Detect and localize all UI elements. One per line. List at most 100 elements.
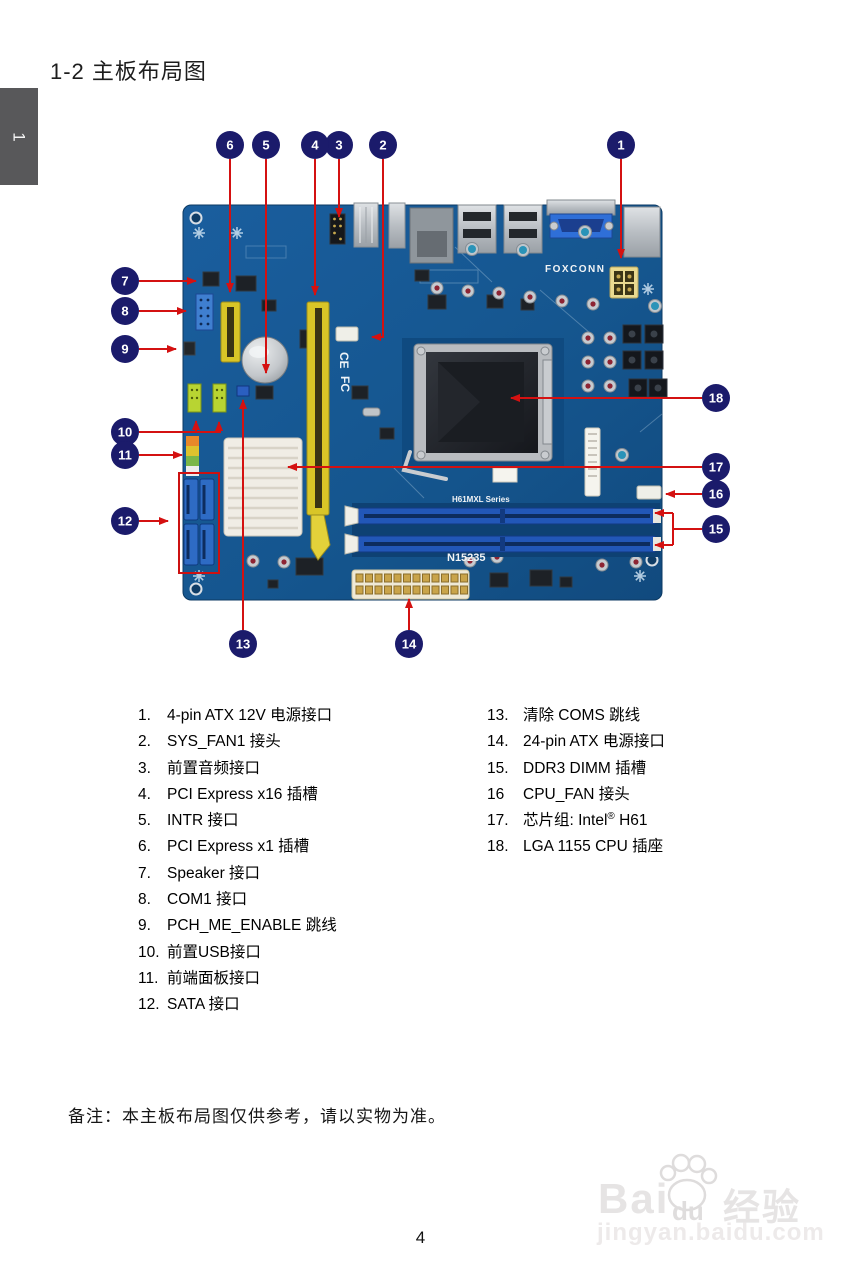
legend-item: 15.DDR3 DIMM 插槽	[487, 759, 647, 777]
svg-text:10: 10	[118, 425, 132, 440]
svg-text:3: 3	[335, 138, 342, 153]
callout-15: 15	[702, 515, 730, 543]
legend-left-column: 1.4-pin ATX 12V 电源接口 2.SYS_FAN1 接头 3.前置音…	[138, 703, 337, 1019]
legend-item: 14.24-pin ATX 电源接口	[487, 733, 665, 751]
side-port	[623, 206, 661, 258]
callout-lines	[139, 159, 702, 630]
watermark-text-bai: Bai	[598, 1175, 670, 1222]
com1-header	[195, 293, 214, 331]
sata-ports	[183, 478, 215, 566]
legend-item: 12.SATA 接口	[138, 996, 240, 1014]
svg-text:15: 15	[709, 522, 723, 537]
callout-11: 11	[111, 441, 139, 469]
vrm-chokes	[622, 324, 668, 398]
front-panel-header	[186, 436, 199, 476]
svg-text:6: 6	[226, 138, 233, 153]
page-title: 1-2 主板布局图	[50, 59, 207, 84]
barcode-label	[492, 467, 518, 483]
socket-lever	[401, 450, 448, 481]
chipset-heatsink	[223, 437, 303, 537]
callout-18: 18	[702, 384, 730, 412]
svg-text:14: 14	[402, 637, 417, 652]
io-ports	[353, 199, 661, 264]
svg-text:16: 16	[709, 487, 723, 502]
serial-port	[353, 202, 379, 248]
pch-me-jumper	[183, 341, 196, 356]
legend-item: 2.SYS_FAN1 接头	[138, 733, 281, 751]
cpu-socket	[401, 338, 564, 481]
sys-fan-connector	[335, 326, 359, 342]
svg-text:CE: CE	[337, 352, 351, 369]
callout-4: 4	[301, 131, 329, 159]
callout-14: 14	[395, 630, 423, 658]
svg-text:12: 12	[118, 514, 132, 529]
callout-2: 2	[369, 131, 397, 159]
pcie-latch	[310, 514, 331, 561]
callout-9: 9	[111, 335, 139, 363]
svg-text:5: 5	[262, 138, 269, 153]
crystal	[362, 407, 381, 417]
svg-text:9: 9	[121, 342, 128, 357]
svg-text:7: 7	[121, 274, 128, 289]
callout-10: 10	[111, 418, 139, 446]
legend-item: 6.PCI Express x1 插槽	[138, 838, 310, 856]
svg-text:2: 2	[379, 138, 386, 153]
callout-6: 6	[216, 131, 244, 159]
atx-4pin-connector	[609, 266, 639, 299]
legend-item: 17.芯片组: Intel® H61	[487, 811, 648, 830]
legend-item: 18.LGA 1155 CPU 插座	[487, 838, 664, 856]
series-label: H61MXL Series	[452, 495, 510, 504]
svg-text:FC: FC	[338, 376, 352, 392]
legend-right-column: 13.清除 COMS 跳线 14.24-pin ATX 电源接口 15.DDR3…	[487, 703, 665, 861]
dimm-slots	[344, 503, 661, 557]
callout-12: 12	[111, 507, 139, 535]
motherboard-diagram: FOXCONN	[111, 131, 730, 658]
svg-text:11: 11	[118, 448, 132, 463]
regulatory-marks: CE FC	[337, 352, 352, 392]
speaker-header	[202, 271, 220, 287]
callout-8: 8	[111, 297, 139, 325]
watermark-text-jingyan: 经验	[723, 1187, 801, 1228]
callout-5: 5	[252, 131, 280, 159]
legend-item: 4.PCI Express x16 插槽	[138, 785, 318, 803]
callout-7: 7	[111, 267, 139, 295]
page-number: 4	[415, 1228, 426, 1247]
vga-port	[546, 199, 616, 239]
legend-item: 1.4-pin ATX 12V 电源接口	[138, 707, 333, 724]
callout-circles: 1 2 3 4 5 6 7 8 9 10 11 12 13 14 15 16 1…	[111, 131, 730, 658]
svg-text:4: 4	[311, 138, 319, 153]
legend-item: 3.前置音频接口	[138, 759, 261, 777]
cpu-fan-connector	[636, 485, 662, 500]
usb-headers	[187, 383, 227, 413]
callout-3: 3	[325, 131, 353, 159]
clear-cmos-jumper	[236, 385, 250, 397]
legend-item: 11.前端面板接口	[138, 969, 261, 987]
front-audio-header	[329, 213, 346, 245]
legend-item: 5.INTR 接口	[138, 812, 239, 830]
callout-13: 13	[229, 630, 257, 658]
paw-icon	[659, 1153, 718, 1212]
legend-item: 7.Speaker 接口	[138, 864, 261, 882]
svg-text:18: 18	[709, 391, 723, 406]
callout-16: 16	[702, 480, 730, 508]
pcie-x1-slot	[220, 301, 241, 363]
smd-components	[235, 269, 573, 589]
brand-logo: FOXCONN	[545, 264, 606, 275]
edge-connector	[388, 202, 406, 249]
atx-24pin-connector	[351, 569, 470, 600]
legend-item: 9.PCH_ME_ENABLE 跳线	[138, 917, 337, 935]
footnote: 备注：本主板布局图仅供参考，请以实物为准。	[68, 1107, 446, 1126]
callout-1: 1	[607, 131, 635, 159]
legend-item: 10.前置USB接口	[138, 943, 261, 961]
chapter-tab: 1	[0, 88, 38, 185]
sata-highlight-box	[178, 472, 220, 574]
svg-text:17: 17	[709, 460, 723, 475]
intr-component	[255, 385, 274, 400]
svg-text:8: 8	[121, 304, 128, 319]
lan-port	[409, 207, 454, 264]
svg-text:1: 1	[617, 138, 624, 153]
callout-17: 17	[702, 453, 730, 481]
svg-text:13: 13	[236, 637, 250, 652]
legend-item: 8.COM1 接口	[138, 891, 248, 909]
